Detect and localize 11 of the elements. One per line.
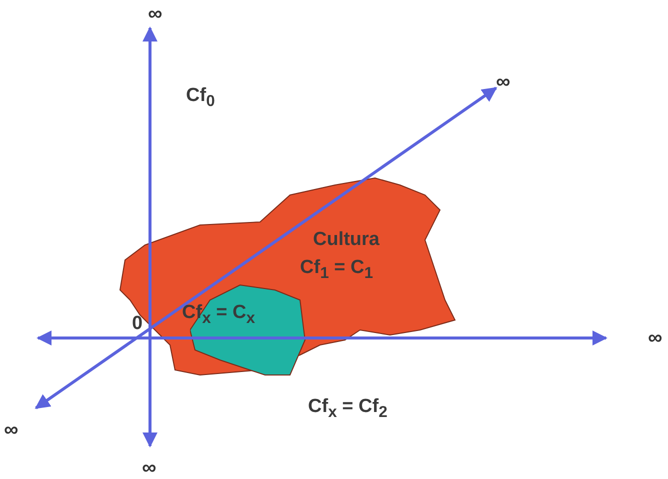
outside-formula: Cf$_{x}$ = Cf$_{2}$ bbox=[308, 397, 388, 421]
infinity-symbol: ∞ bbox=[496, 72, 510, 92]
culture-formula: Cf$_{1}$ = C$_{1}$ bbox=[300, 258, 374, 282]
infinity-symbol: ∞ bbox=[142, 458, 156, 478]
overlap-formula: Cf$_{x}$ = C$_{x}$ bbox=[182, 303, 256, 327]
region-formula: Cf$_{0}$ bbox=[186, 86, 215, 110]
infinity-symbol: ∞ bbox=[148, 4, 162, 24]
origin-label: 0 bbox=[132, 314, 143, 333]
culture-label: Cultura bbox=[313, 230, 380, 249]
infinity-symbol: ∞ bbox=[4, 420, 18, 440]
infinity-symbol: ∞ bbox=[648, 328, 662, 348]
